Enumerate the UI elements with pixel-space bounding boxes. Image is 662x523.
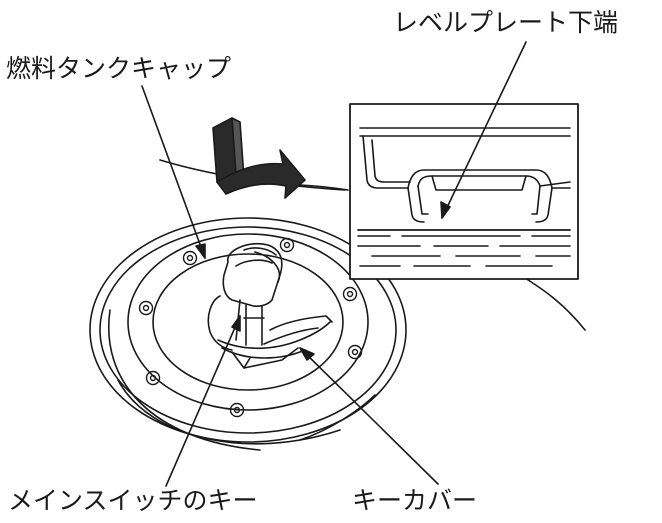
bolt — [147, 372, 160, 385]
cap-bolts — [140, 239, 362, 417]
bolt — [140, 302, 153, 315]
turn-arrow-icon — [213, 118, 305, 198]
filler-neck-rings — [90, 218, 406, 450]
level-inset — [350, 104, 578, 279]
bolt — [281, 239, 294, 252]
bolt — [231, 404, 244, 417]
leader-key — [166, 316, 240, 486]
label-main-switch-key: メインスイッチのキー — [8, 486, 258, 515]
leader-lines — [142, 42, 526, 486]
bolt — [184, 252, 197, 265]
main-switch-key — [208, 244, 281, 350]
leader-fuel-cap — [142, 86, 205, 258]
lower-ring-arcs — [118, 380, 375, 444]
label-fuel-tank-cap: 燃料タンクキャップ — [6, 54, 232, 83]
leader-key-arrowhead — [232, 316, 240, 331]
leader-key-cover-arrowhead — [300, 348, 314, 360]
label-key-cover: キーカバー — [352, 486, 478, 515]
leader-key-cover — [300, 348, 438, 484]
key-cover — [218, 316, 332, 368]
label-level-plate-bottom: レベルプレート下端 — [393, 8, 619, 37]
leader-fuel-cap-arrowhead — [196, 244, 205, 258]
bolt — [344, 288, 357, 301]
bolt — [349, 346, 362, 359]
leader-level-plate-arrowhead — [441, 202, 450, 218]
leader-level-plate — [442, 42, 526, 218]
